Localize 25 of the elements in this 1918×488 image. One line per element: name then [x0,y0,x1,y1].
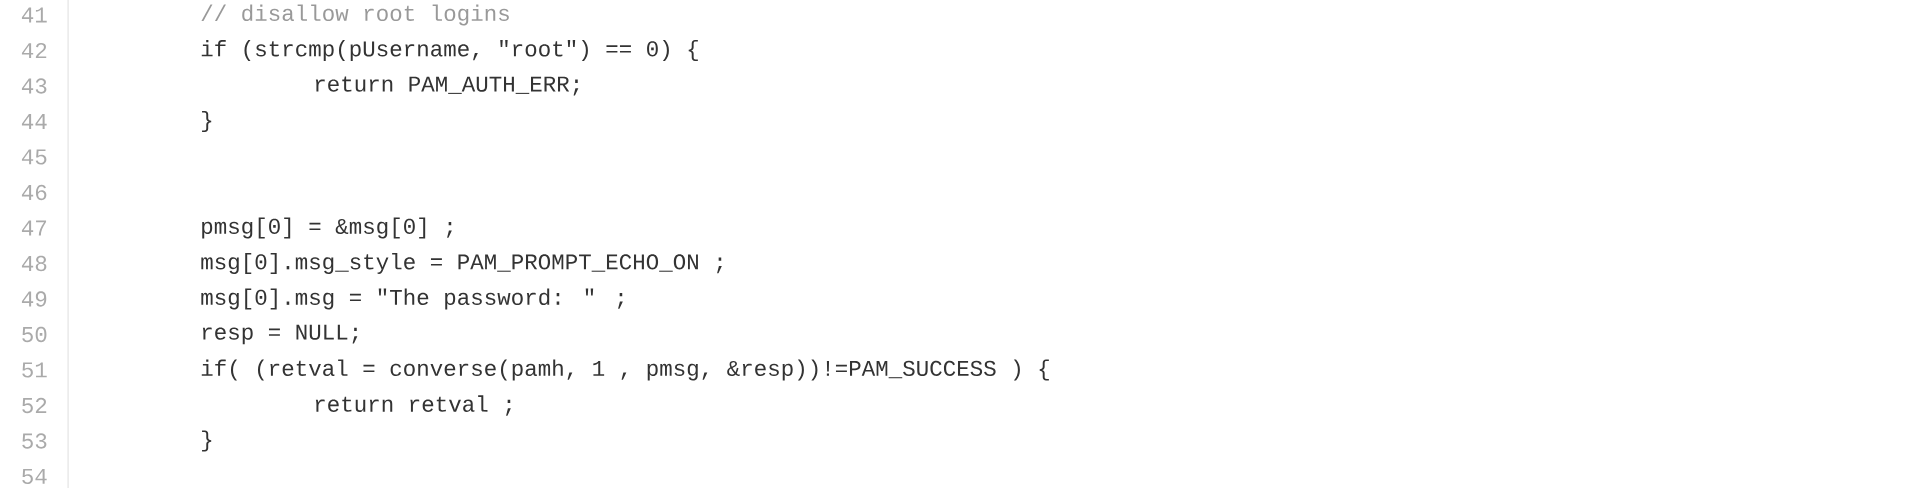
line-number: 49 [21,291,47,307]
code-line: return PAM_AUTH_ERR; [315,76,579,96]
code-line: msg[0].msg_style = PAM_PROMPT_ECHO_ON ; [201,253,722,274]
line-number: 45 [21,149,47,165]
line-number: 46 [21,184,47,201]
line-number: 47 [21,220,47,236]
line-number: 48 [21,255,47,272]
code-line: if (strcmp(pUsername, "root") == 0) { [201,40,698,61]
line-number: 41 [21,7,47,23]
code-line: } [202,430,212,452]
code-line: pmsg[0] = &msg[0] ; [202,217,452,239]
line-number: 52 [22,397,47,414]
line-number: 53 [22,433,47,449]
code-line: // disallow root logins [201,4,509,26]
code-line: } [202,111,212,132]
code-line: resp = NULL; [202,324,358,345]
line-number: 44 [21,114,47,129]
code-line: msg[0].msg = "The password: " ; [201,288,623,310]
line-number: 54 [22,469,47,485]
line-number: 51 [22,362,47,378]
line-number: 42 [21,42,47,59]
line-number: 43 [21,78,47,94]
code-line: return retval ; [315,395,511,416]
code-line: if( (retval = converse(pamh, 1 , pmsg, &resp))!=PAM_SUCCESS ) { [201,359,1049,381]
line-number: 50 [22,326,47,343]
